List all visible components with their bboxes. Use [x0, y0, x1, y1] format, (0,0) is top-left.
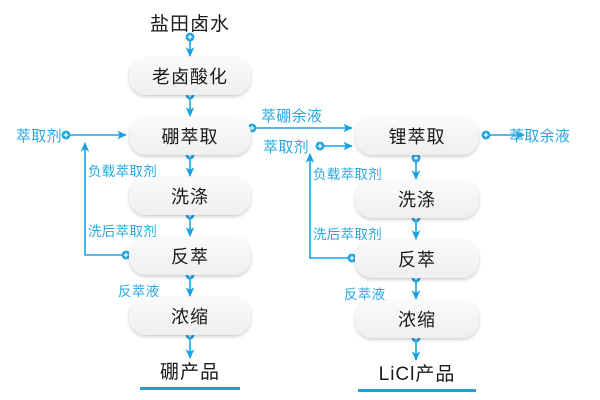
node-right-washing[interactable]: 洗涤 [355, 180, 479, 218]
input-brine: 盐田卤水 [149, 13, 230, 35]
label-extraction-raffinate: 萃取余液 [509, 128, 571, 145]
node-left-stripping[interactable]: 反萃 [129, 237, 251, 275]
node-left-concentration[interactable]: 浓缩 [129, 297, 251, 335]
label-boron-raffinate: 萃硼余液 [261, 108, 323, 125]
label-right-strip-liquor: 反萃液 [344, 287, 386, 302]
node-boron-extraction[interactable]: 硼萃取 [129, 117, 251, 155]
label-right-loaded-extractant: 负载萃取剂 [313, 167, 382, 182]
node-right-stripping[interactable]: 反萃 [355, 240, 479, 278]
label-left-loaded-extractant: 负载萃取剂 [88, 164, 157, 179]
product-licl: LiCl产品 [358, 358, 476, 392]
label-left-strip-liquor: 反萃液 [118, 284, 160, 299]
node-acidification[interactable]: 老卤酸化 [129, 57, 251, 95]
product-boron: 硼产品 [140, 356, 240, 390]
node-lithium-extraction[interactable]: 锂萃取 [355, 117, 479, 155]
label-left-washed-extractant: 洗后萃取剂 [88, 224, 157, 239]
node-left-washing[interactable]: 洗涤 [129, 177, 251, 215]
node-right-concentration[interactable]: 浓缩 [355, 300, 479, 338]
label-right-washed-extractant: 洗后萃取剂 [313, 227, 382, 242]
label-extractant-left: 萃取剂 [16, 128, 62, 145]
label-extractant-right: 萃取剂 [263, 139, 309, 156]
